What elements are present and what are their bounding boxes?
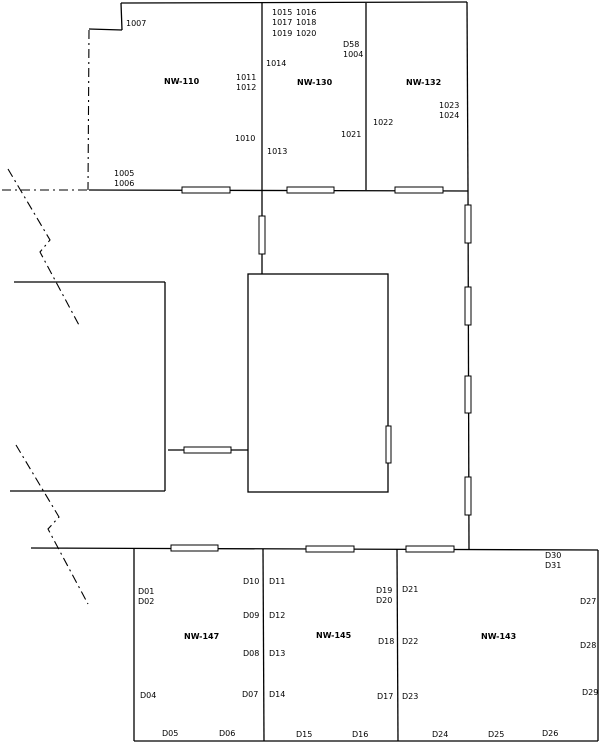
outlet-label: 1010 xyxy=(235,134,255,143)
room-label-nw132: NW-132 xyxy=(406,78,441,87)
opening xyxy=(405,545,455,553)
upper-wing-walls xyxy=(88,1,469,192)
break-lines xyxy=(2,29,90,605)
outlet-label: D27 xyxy=(580,597,596,606)
outlet-label: D12 xyxy=(269,611,285,620)
middle-walls xyxy=(10,189,470,550)
opening xyxy=(464,476,472,516)
outlet-label: 1015 xyxy=(272,8,292,17)
outlet-label: D15 xyxy=(296,730,312,739)
outlet-label: D10 xyxy=(243,577,259,586)
openings xyxy=(170,186,472,553)
opening xyxy=(305,545,355,553)
outlet-label: D13 xyxy=(269,649,285,658)
opening xyxy=(170,544,219,552)
room-label-nw145: NW-145 xyxy=(316,631,352,640)
room-label-nw130: NW-130 xyxy=(297,78,333,87)
outlet-label: D29 xyxy=(582,688,598,697)
outlet-label: D21 xyxy=(402,585,418,594)
opening xyxy=(286,186,335,194)
outlet-label: D23 xyxy=(402,692,418,701)
outlet-label: D58 xyxy=(343,40,359,49)
outlet-label: D26 xyxy=(542,729,558,738)
outlet-label: 1021 xyxy=(341,130,361,139)
room-label-nw110: NW-110 xyxy=(164,77,200,86)
outlet-label: D25 xyxy=(488,730,504,739)
outlet-label: D06 xyxy=(219,729,235,738)
outlet-label: D20 xyxy=(376,596,392,605)
outlet-label: D08 xyxy=(243,649,259,658)
outlet-label: D30 xyxy=(545,551,561,560)
outlet-label: 1013 xyxy=(267,147,287,156)
outlet-label: 1004 xyxy=(343,50,363,59)
opening xyxy=(258,215,266,255)
opening xyxy=(464,204,472,244)
outlet-label: 1017 xyxy=(272,18,292,27)
outlet-label: 1006 xyxy=(114,179,134,188)
outlet-label: D24 xyxy=(432,730,448,739)
outlet-label: 1007 xyxy=(126,19,146,28)
opening xyxy=(385,425,392,464)
outlet-label: D19 xyxy=(376,586,392,595)
lower-wing-walls xyxy=(30,547,599,742)
outlet-label: D22 xyxy=(402,637,418,646)
outlet-label: D02 xyxy=(138,597,154,606)
outlet-label: 1019 xyxy=(272,29,292,38)
room-label-nw143: NW-143 xyxy=(481,632,516,641)
outlet-label: D14 xyxy=(269,690,285,699)
outlet-label: 1022 xyxy=(373,118,393,127)
outlet-label: 1020 xyxy=(296,29,316,38)
outlet-label: 1012 xyxy=(236,83,256,92)
room-labels: NW-110 NW-130 NW-132 NW-147 NW-145 NW-14… xyxy=(164,77,516,641)
outlet-labels: 1007 1015 1016 1017 1018 1019 1020 D58 1… xyxy=(114,8,598,739)
outlet-label: 1016 xyxy=(296,8,316,17)
outlet-label: D05 xyxy=(162,729,178,738)
outlet-label: D04 xyxy=(140,691,156,700)
opening xyxy=(394,186,444,194)
outlet-label: D11 xyxy=(269,577,285,586)
outlet-label: 1011 xyxy=(236,73,256,82)
outlet-label: D09 xyxy=(243,611,259,620)
outlet-label: 1014 xyxy=(266,59,286,68)
outlet-label: 1018 xyxy=(296,18,316,27)
outlet-label: D01 xyxy=(138,587,154,596)
outlet-label: D17 xyxy=(377,692,393,701)
outlet-label: D16 xyxy=(352,730,368,739)
outlet-label: D18 xyxy=(378,637,394,646)
room-label-nw147: NW-147 xyxy=(184,632,219,641)
opening xyxy=(464,286,472,326)
outlet-label: 1023 xyxy=(439,101,459,110)
outlet-label: 1005 xyxy=(114,169,134,178)
outlet-label: D31 xyxy=(545,561,561,570)
outlet-label: 1024 xyxy=(439,111,459,120)
outlet-label: D07 xyxy=(242,690,258,699)
opening xyxy=(181,186,231,194)
outlet-label: D28 xyxy=(580,641,596,650)
opening xyxy=(464,375,472,414)
opening xyxy=(183,446,232,454)
